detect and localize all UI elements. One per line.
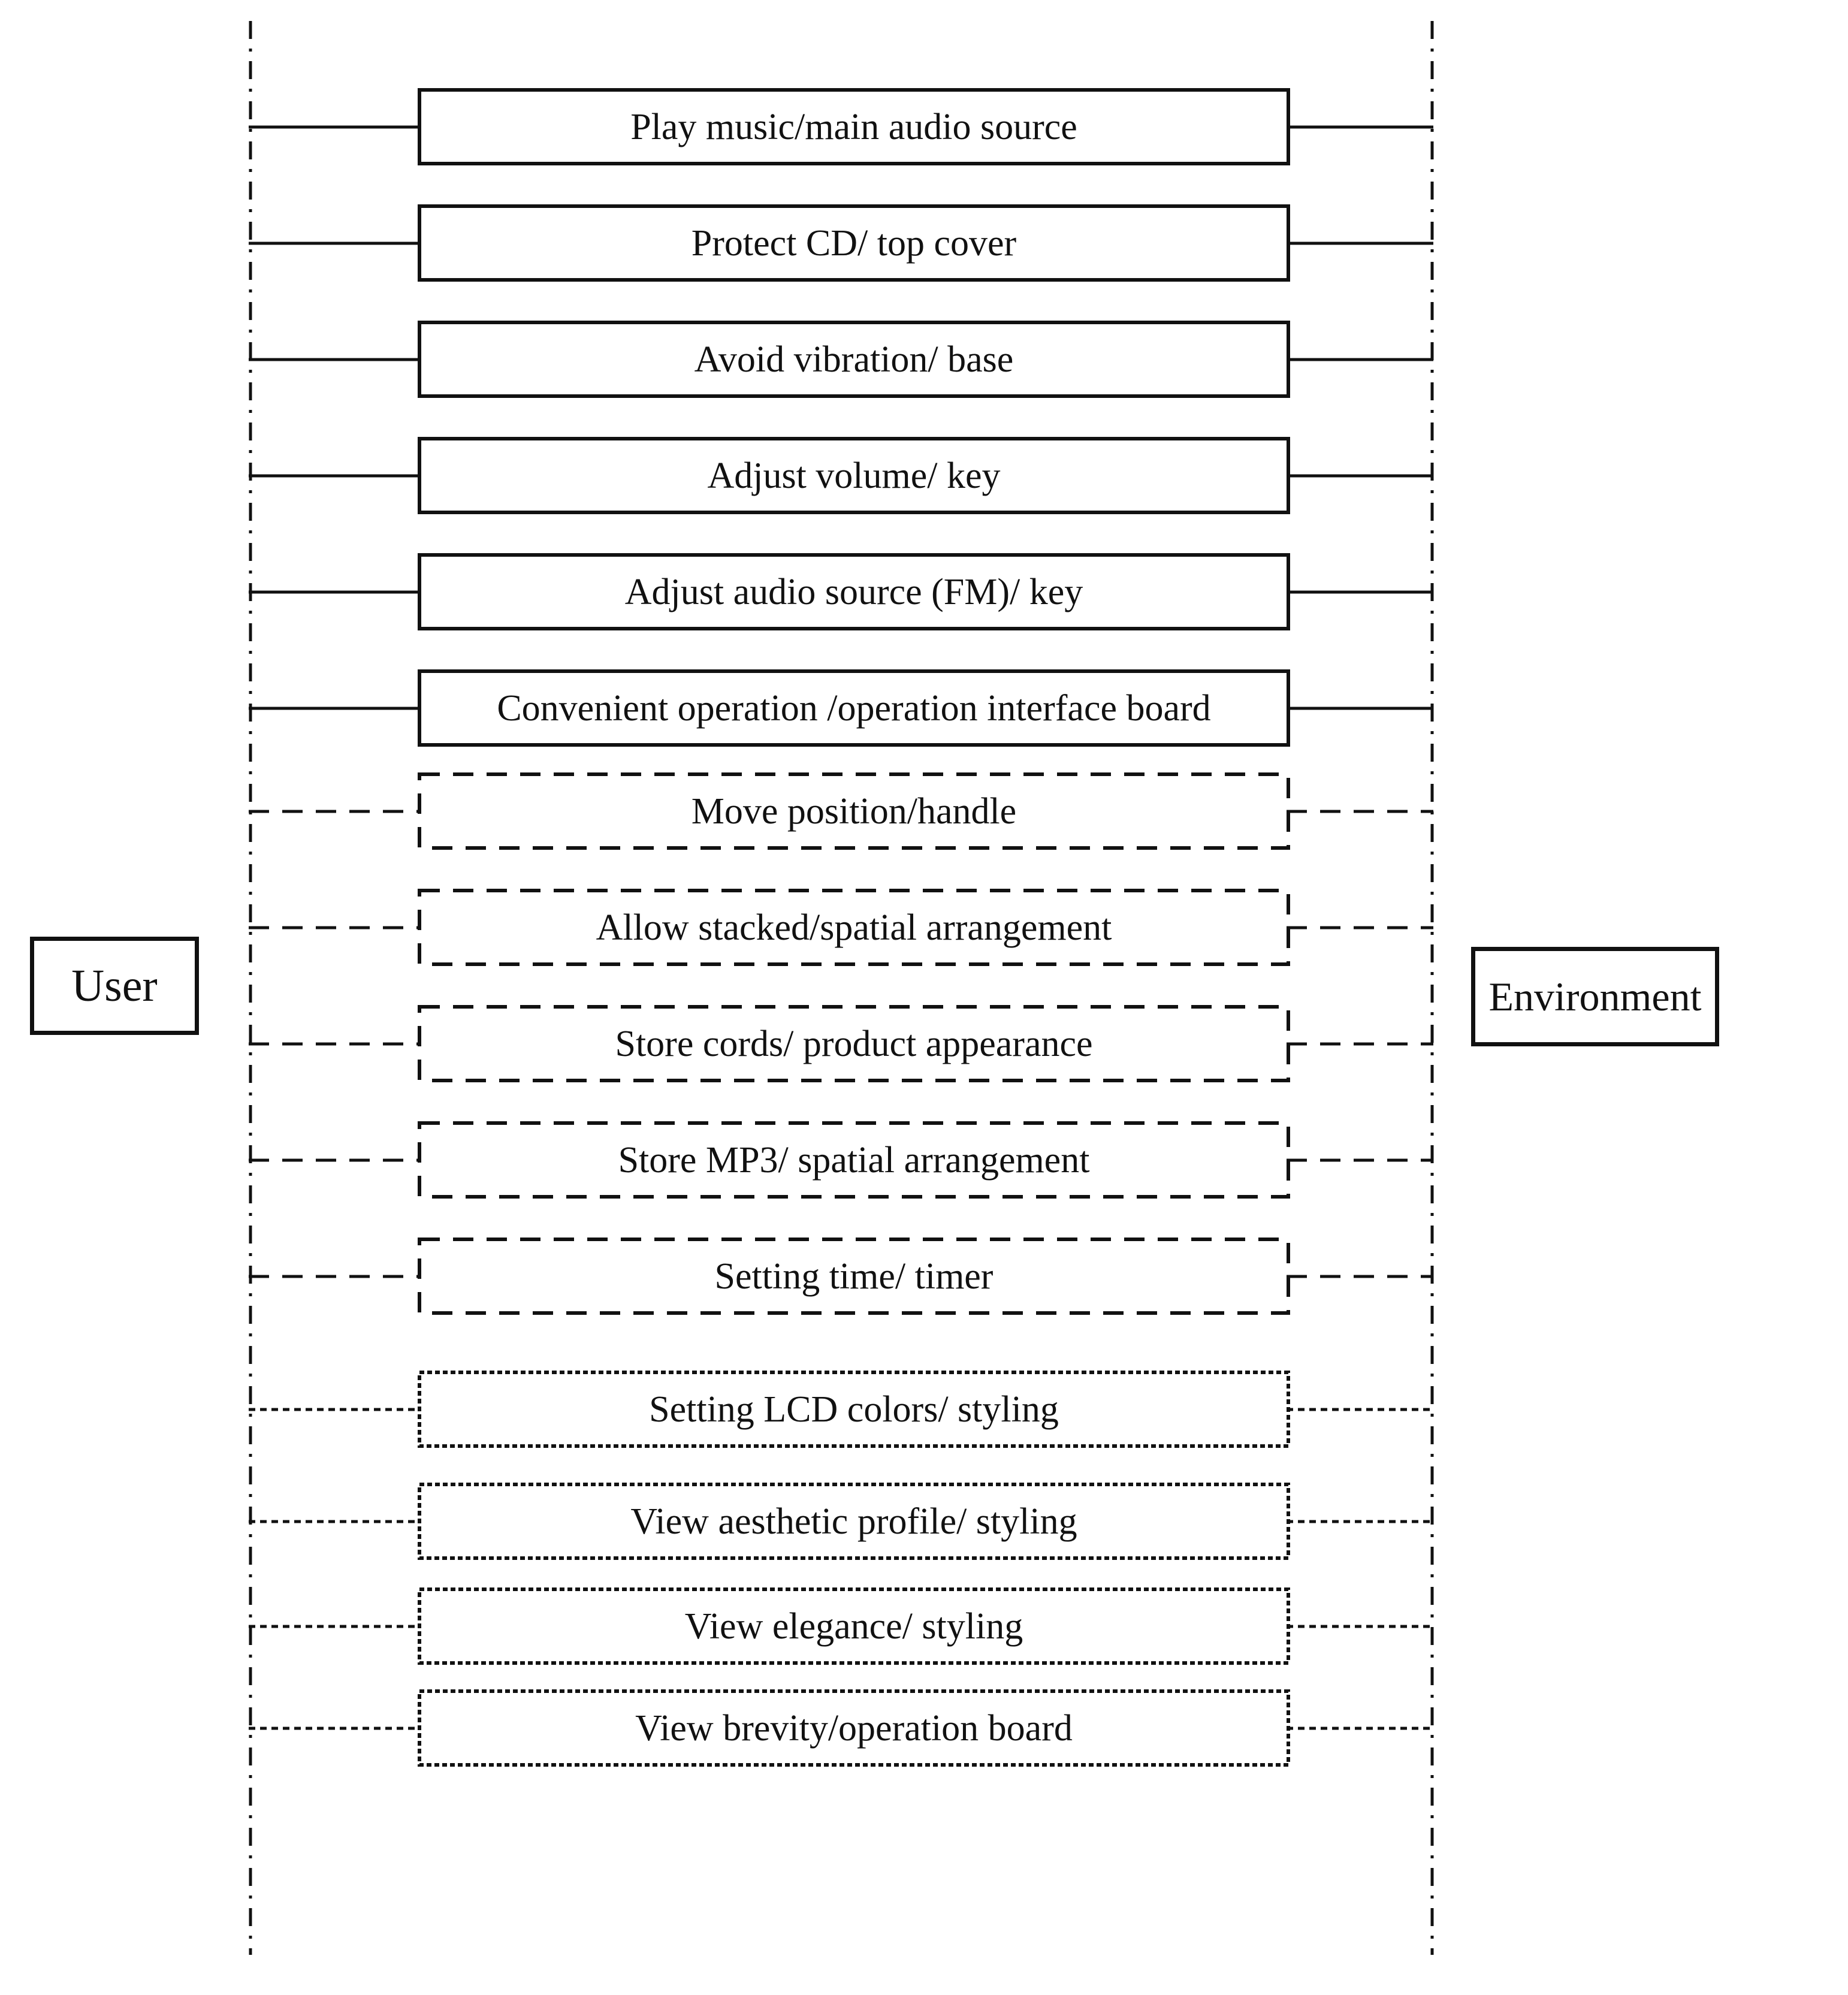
function-box-border [418, 1587, 1290, 1665]
row-8-lines [249, 889, 1433, 966]
function-label-view-aesthetic: View aesthetic profile/ styling [630, 1501, 1077, 1542]
function-box-border [418, 321, 1290, 398]
row-5-lines [249, 553, 1433, 630]
function-box-border [418, 669, 1290, 747]
function-label-allow-stacked: Allow stacked/spatial arrangement [596, 907, 1112, 948]
function-box-border [418, 88, 1290, 165]
function-box-border [418, 1121, 1290, 1199]
user-actor-label: User [71, 961, 158, 1011]
function-label-adjust-audio-source: Adjust audio source (FM)/ key [624, 571, 1083, 612]
function-box-border [418, 772, 1290, 850]
row-1-lines [249, 88, 1433, 165]
row-3-lines [249, 321, 1433, 398]
row-10-lines [249, 1121, 1433, 1199]
row-14-lines [249, 1587, 1433, 1665]
function-label-adjust-volume: Adjust volume/ key [707, 455, 1001, 496]
function-box-border [418, 889, 1290, 966]
row-6-lines [249, 669, 1433, 747]
row-11-lines [249, 1238, 1433, 1315]
function-box-border [418, 437, 1290, 514]
function-label-setting-lcd-colors: Setting LCD colors/ styling [649, 1389, 1059, 1430]
function-label-protect-cd: Protect CD/ top cover [691, 222, 1017, 264]
function-label-setting-time: Setting time/ timer [714, 1255, 994, 1297]
function-label-store-mp3: Store MP3/ spatial arrangement [618, 1139, 1090, 1181]
row-2-lines [249, 204, 1433, 282]
function-box-border [418, 1238, 1290, 1315]
function-label-avoid-vibration: Avoid vibration/ base [694, 339, 1014, 380]
function-label-play-music: Play music/main audio source [630, 106, 1077, 147]
user-actor-box: User [30, 937, 199, 1035]
function-box-border [418, 553, 1290, 630]
row-7-lines [249, 772, 1433, 850]
row-4-lines [249, 437, 1433, 514]
row-15-lines [249, 1689, 1433, 1767]
function-box-border [418, 1371, 1290, 1448]
row-13-lines [249, 1483, 1433, 1560]
function-box-border [418, 1005, 1290, 1082]
environment-actor-box: Environment [1471, 947, 1719, 1046]
row-12-lines [249, 1371, 1433, 1448]
function-label-view-brevity: View brevity/operation board [635, 1707, 1073, 1749]
function-box-border [418, 1483, 1290, 1560]
function-label-move-position: Move position/handle [691, 790, 1017, 832]
environment-actor-label: Environment [1488, 974, 1702, 1019]
function-label-store-cords: Store cords/ product appearance [615, 1023, 1093, 1064]
row-9-lines [249, 1005, 1433, 1082]
function-label-view-elegance: View elegance/ styling [684, 1605, 1023, 1647]
function-box-border [418, 1689, 1290, 1767]
function-label-convenient-operation: Convenient operation /operation interfac… [497, 687, 1211, 729]
function-box-border [418, 204, 1290, 282]
